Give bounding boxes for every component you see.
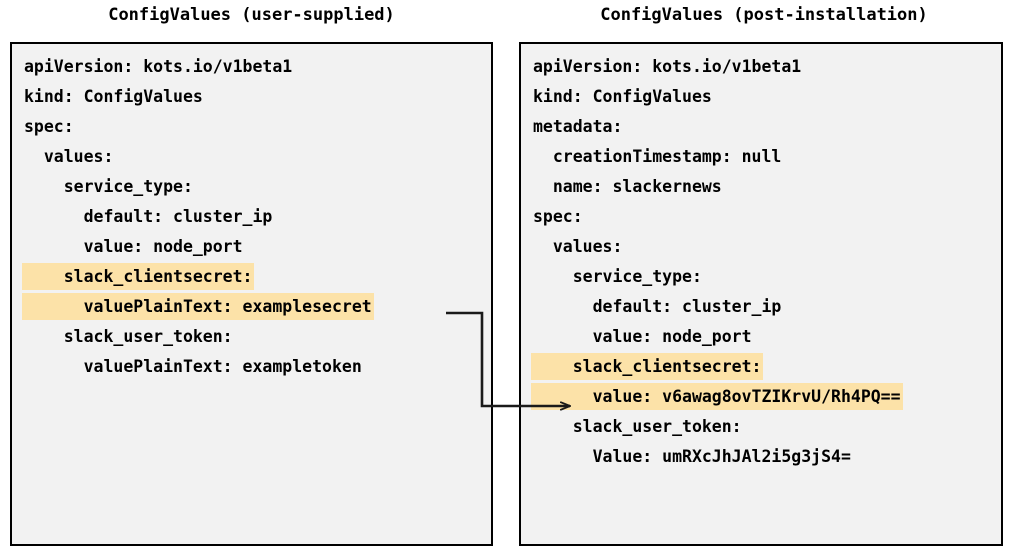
code-line: default: cluster_ip <box>533 292 1001 322</box>
code-line-text: value: node_port <box>533 327 752 346</box>
code-line: kind: ConfigValues <box>533 82 1001 112</box>
panel-title-post-installation: ConfigValues (post-installation) <box>600 5 928 25</box>
code-line-text: valuePlainText: examplesecret <box>24 295 372 318</box>
code-line: values: <box>24 142 491 172</box>
code-line-text: spec: <box>533 207 583 226</box>
panel-user-supplied: ConfigValues (user-supplied) apiVersion:… <box>0 0 503 559</box>
code-line-text: valuePlainText: exampletoken <box>24 357 362 376</box>
code-line: slack_user_token: <box>24 322 491 352</box>
code-line: Value: umRXcJhJAl2i5g3jS4= <box>533 442 1001 472</box>
code-line: creationTimestamp: null <box>533 142 1001 172</box>
code-line-text: default: cluster_ip <box>24 207 273 226</box>
code-line-text: kind: ConfigValues <box>24 87 203 106</box>
code-lines-post-installation: apiVersion: kots.io/v1beta1 kind: ConfigV… <box>533 52 1001 472</box>
code-line-text: Value: umRXcJhJAl2i5g3jS4= <box>533 447 851 466</box>
code-line-text: default: cluster_ip <box>533 297 782 316</box>
code-line-text: values: <box>24 147 114 166</box>
code-line: spec: <box>24 112 491 142</box>
code-line: service_type: <box>533 262 1001 292</box>
code-line: apiVersion: kots.io/v1beta1 <box>533 52 1001 82</box>
code-line-text: metadata: <box>533 117 623 136</box>
code-line: apiVersion: kots.io/v1beta1 <box>24 52 491 82</box>
code-line-text: values: <box>533 237 623 256</box>
code-line-text: kind: ConfigValues <box>533 87 712 106</box>
code-line: valuePlainText: exampletoken <box>24 352 491 382</box>
code-line-text: slack_clientsecret: <box>533 355 762 378</box>
code-line-highlighted: value: v6awag8ovTZIKrvU/Rh4PQ== <box>533 382 1001 412</box>
code-line: metadata: <box>533 112 1001 142</box>
code-line-text: name: slackernews <box>533 177 722 196</box>
code-line-text: slack_user_token: <box>24 327 233 346</box>
code-line: name: slackernews <box>533 172 1001 202</box>
code-box-user-supplied: apiVersion: kots.io/v1beta1 kind: ConfigV… <box>10 42 493 546</box>
code-line: kind: ConfigValues <box>24 82 491 112</box>
code-line: spec: <box>533 202 1001 232</box>
code-line-text: slack_user_token: <box>533 417 742 436</box>
code-line-text: apiVersion: kots.io/v1beta1 <box>533 57 802 76</box>
code-line-text: value: node_port <box>24 237 243 256</box>
code-line-text: spec: <box>24 117 74 136</box>
code-line-text: service_type: <box>24 177 193 196</box>
code-line: values: <box>533 232 1001 262</box>
code-lines-user-supplied: apiVersion: kots.io/v1beta1 kind: ConfigV… <box>24 52 491 382</box>
code-line-highlighted: valuePlainText: examplesecret <box>24 292 491 322</box>
code-line-text: creationTimestamp: null <box>533 147 782 166</box>
code-line: default: cluster_ip <box>24 202 491 232</box>
code-line: slack_user_token: <box>533 412 1001 442</box>
code-line-highlighted: slack_clientsecret: <box>533 352 1001 382</box>
panel-post-installation: ConfigValues (post-installation) apiVers… <box>509 0 1019 559</box>
code-line: value: node_port <box>533 322 1001 352</box>
code-line-highlighted: slack_clientsecret: <box>24 262 491 292</box>
code-line-text: value: v6awag8ovTZIKrvU/Rh4PQ== <box>533 385 901 408</box>
code-line-text: apiVersion: kots.io/v1beta1 <box>24 57 293 76</box>
panel-title-user-supplied: ConfigValues (user-supplied) <box>108 5 395 25</box>
code-line: value: node_port <box>24 232 491 262</box>
code-line-text: service_type: <box>533 267 702 286</box>
code-box-post-installation: apiVersion: kots.io/v1beta1 kind: ConfigV… <box>519 42 1003 546</box>
code-line: service_type: <box>24 172 491 202</box>
code-line-text: slack_clientsecret: <box>24 265 253 288</box>
